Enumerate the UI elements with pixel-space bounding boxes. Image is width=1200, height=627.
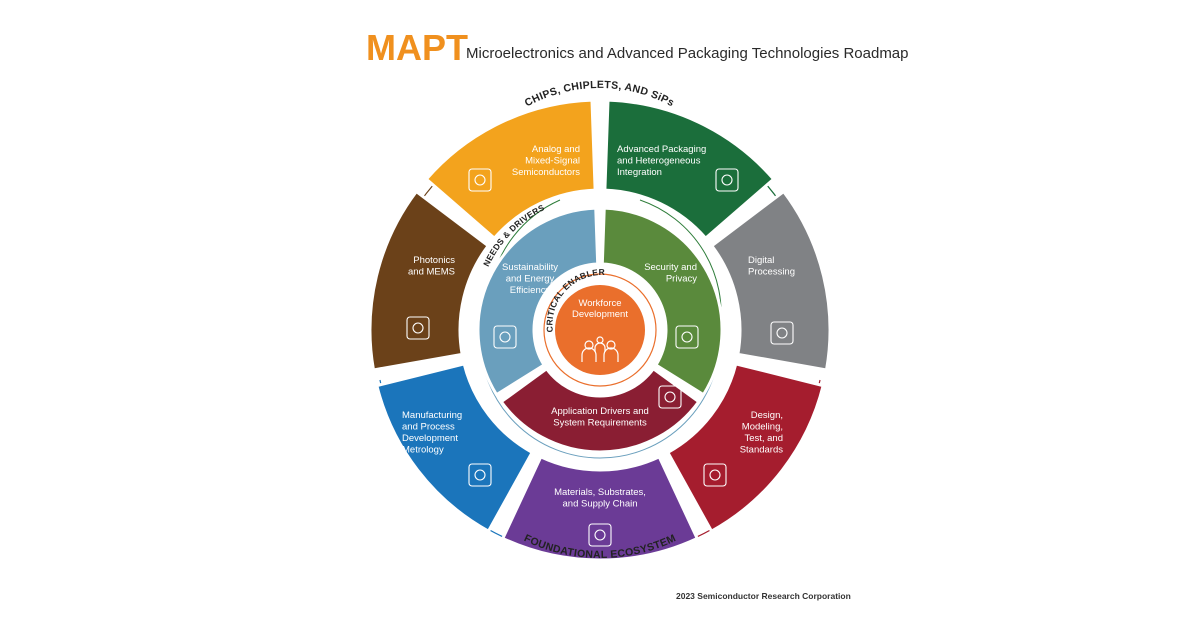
segment-packaging-label-line-3: Integration <box>617 167 662 178</box>
segment-photonics-label-line-1: Photonics <box>413 255 455 266</box>
chip-icon <box>715 168 739 192</box>
segment-materials-label-line-2: and Supply Chain <box>563 499 638 510</box>
binary-icon <box>770 321 794 345</box>
segment-packaging-label-line-1: Advanced Packaging <box>617 144 706 155</box>
lock-icon <box>675 325 699 349</box>
segment-application-label-line-2: System Requirements <box>553 418 647 429</box>
segment-design-shape <box>666 362 825 533</box>
segment-digital-label-line-1: Digital <box>748 255 774 266</box>
segment-application-shape <box>499 367 701 454</box>
segment-manufacturing-label-line-4: Metrology <box>402 445 444 456</box>
mapt-logo: MAPT <box>366 27 468 68</box>
people-icon <box>581 336 619 362</box>
design-gear-icon <box>703 463 727 487</box>
segment-analog-label-line-3: Semiconductors <box>512 167 580 178</box>
segment-design-label-line-3: Test, and <box>744 433 783 444</box>
center-label-2: Development <box>572 309 628 320</box>
segment-manufacturing-label-line-3: Development <box>402 433 458 444</box>
segment-design-label-line-1: Design, <box>751 410 783 421</box>
segment-packaging-shape <box>603 98 776 240</box>
segment-materials: Materials, Substrates,and Supply Chain <box>501 455 699 562</box>
segment-analog-shape <box>424 98 597 240</box>
segment-analog-label-line-1: Analog and <box>532 144 580 155</box>
segment-photonics-shape <box>368 190 490 372</box>
segment-manufacturing-label-line-2: and Process <box>402 422 455 433</box>
segment-security-label-line-1: Security and <box>644 262 697 273</box>
segment-sustainability-label-line-1: Sustainability <box>502 262 558 273</box>
segment-security-label-line-2: Privacy <box>666 274 697 285</box>
segment-digital-label-line-2: Processing <box>748 267 795 278</box>
head-circuit-icon <box>468 168 492 192</box>
segment-packaging-label-line-2: and Heterogeneous <box>617 156 701 167</box>
segment-digital-shape <box>710 190 832 372</box>
segment-manufacturing-shape <box>375 362 534 533</box>
factory-ruler-icon <box>468 463 492 487</box>
segment-materials-label-line-1: Materials, Substrates, <box>554 487 646 498</box>
segment-photonics-label-line-2: and MEMS <box>408 267 455 278</box>
photonics-icon <box>406 316 430 340</box>
page-title: Microelectronics and Advanced Packaging … <box>466 45 909 62</box>
segment-materials-shape <box>501 455 699 562</box>
lab-flask-icon <box>588 523 612 547</box>
segment-design-label-line-4: Standards <box>740 445 784 456</box>
segment-sustainability-label-line-2: and Energy <box>506 274 555 285</box>
segment-application-label-line-1: Application Drivers and <box>551 406 649 417</box>
segment-sustainability-label-line-3: Efficiency <box>510 285 551 296</box>
segment-manufacturing-label-line-1: Manufacturing <box>402 410 462 421</box>
segment-analog-label-line-2: Mixed-Signal <box>525 156 580 167</box>
center-label-1: Workforce <box>578 298 621 309</box>
center-circle <box>555 285 645 375</box>
segment-design-label-line-2: Modeling, <box>742 422 783 433</box>
laptop-gear-icon <box>658 385 682 409</box>
copyright-text: 2023 Semiconductor Research Corporation <box>676 591 851 601</box>
building-cycle-icon <box>493 325 517 349</box>
